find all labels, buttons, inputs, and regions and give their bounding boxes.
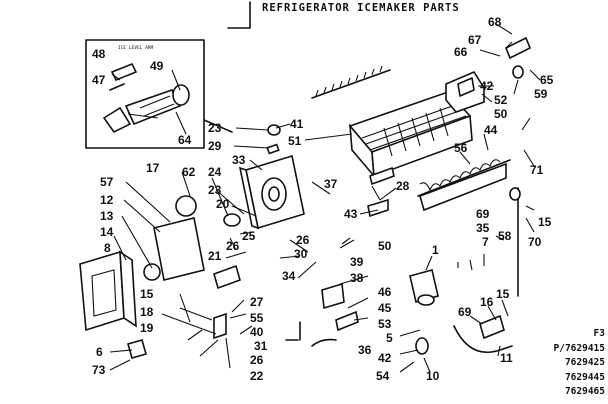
callout-44: 44 (484, 123, 498, 137)
title-frame (227, 1, 251, 29)
callout-64: 64 (178, 133, 192, 147)
callout-10: 10 (426, 369, 440, 383)
callout-47: 47 (92, 73, 106, 87)
callout-28: 28 (396, 179, 410, 193)
callout-14: 14 (100, 225, 114, 239)
water-fill-tube (453, 187, 521, 354)
model-number: P/7629415 (553, 342, 605, 354)
callout-7: 7 (482, 235, 489, 249)
callout-51: 51 (288, 134, 302, 148)
callout-52: 52 (494, 93, 508, 107)
callout-71: 71 (530, 163, 544, 177)
callout-35: 35 (476, 221, 490, 235)
callout-15-b: 15 (496, 287, 510, 301)
callout-37: 37 (324, 177, 338, 191)
callout-18: 18 (140, 305, 154, 319)
callout-70: 70 (528, 235, 542, 249)
callout-69: 69 (476, 207, 490, 221)
callout-23: 23 (208, 121, 222, 135)
callout-23-b: 23 (208, 183, 222, 197)
callout-21: 21 (208, 249, 222, 263)
callout-62: 62 (182, 165, 196, 179)
heater-coil (417, 159, 511, 197)
callout-56: 56 (454, 141, 468, 155)
model-number-block: F3 P/7629415 7629425 7629445 7629465 (551, 327, 605, 400)
water-valve (409, 269, 439, 306)
callout-26-c: 26 (296, 233, 310, 247)
callout-54: 54 (376, 369, 390, 383)
callout-1: 1 (432, 243, 439, 257)
callout-34: 34 (282, 269, 296, 283)
callout-25: 25 (242, 229, 256, 243)
callout-8: 8 (104, 241, 111, 255)
callout-73: 73 (92, 363, 106, 377)
callout-49: 49 (150, 59, 164, 73)
callout-24: 24 (208, 165, 222, 179)
callout-40: 40 (250, 325, 264, 339)
callout-labels: 48 49 47 64 23 41 29 51 33 17 62 57 24 1… (92, 15, 554, 383)
callout-12: 12 (100, 193, 114, 207)
callout-42: 42 (378, 351, 392, 365)
callout-45: 45 (378, 301, 392, 315)
callout-57: 57 (100, 175, 114, 189)
callout-42-b: 42 (480, 79, 494, 93)
callout-26: 26 (226, 239, 240, 253)
callout-22: 22 (250, 369, 264, 383)
page-title: REFRIGERATOR ICEMAKER PARTS (262, 2, 460, 14)
callout-17: 17 (146, 161, 160, 175)
callout-15-c: 15 (538, 215, 552, 229)
leader-lines (109, 23, 541, 373)
callout-50: 50 (378, 239, 392, 253)
callout-16: 16 (480, 295, 494, 309)
inset-caption: ICE LEVEL ARM (118, 45, 154, 51)
callout-67: 67 (468, 33, 482, 47)
callout-41: 41 (290, 117, 304, 131)
callout-33: 33 (232, 153, 246, 167)
callout-69-b: 69 (458, 305, 472, 319)
front-cover (79, 250, 137, 332)
callout-27: 27 (250, 295, 264, 309)
callout-39: 39 (350, 255, 364, 269)
model-number: 7629465 (564, 386, 605, 397)
callout-55: 55 (250, 311, 264, 325)
callout-36: 36 (358, 343, 372, 357)
callout-65: 65 (540, 73, 554, 87)
callout-59: 59 (534, 87, 548, 101)
callout-50-b: 50 (494, 107, 508, 121)
callout-6: 6 (96, 345, 103, 359)
fill-cup (445, 70, 485, 113)
inset-box: ICE LEVEL ARM (85, 39, 233, 149)
figure-code: F3 (593, 328, 605, 339)
callout-66: 66 (454, 45, 468, 59)
callout-68: 68 (488, 15, 502, 29)
callout-11: 11 (500, 351, 513, 365)
heater-shield (419, 162, 507, 212)
callout-43: 43 (344, 207, 358, 221)
model-number: 7629445 (564, 371, 605, 383)
callout-13: 13 (100, 209, 114, 223)
ice-mold (348, 91, 473, 179)
callout-31: 31 (254, 339, 268, 353)
callout-53: 53 (378, 317, 392, 331)
small-parts (127, 36, 532, 359)
control-housing (238, 154, 305, 230)
callout-58: 58 (498, 229, 512, 243)
shut-off-arm-comb (311, 65, 391, 99)
callout-5: 5 (386, 331, 393, 345)
inset-parts (102, 62, 190, 134)
callout-19: 19 (140, 321, 154, 335)
callout-15: 15 (140, 287, 154, 301)
callout-29: 29 (208, 139, 222, 153)
callout-20: 20 (216, 197, 230, 211)
callout-46: 46 (378, 285, 392, 299)
callout-26-b: 26 (250, 353, 264, 367)
callout-38: 38 (350, 271, 364, 285)
callout-48: 48 (92, 47, 106, 61)
mounting-plate (153, 195, 241, 281)
model-number: 7629425 (564, 357, 605, 368)
callout-30: 30 (294, 247, 308, 261)
